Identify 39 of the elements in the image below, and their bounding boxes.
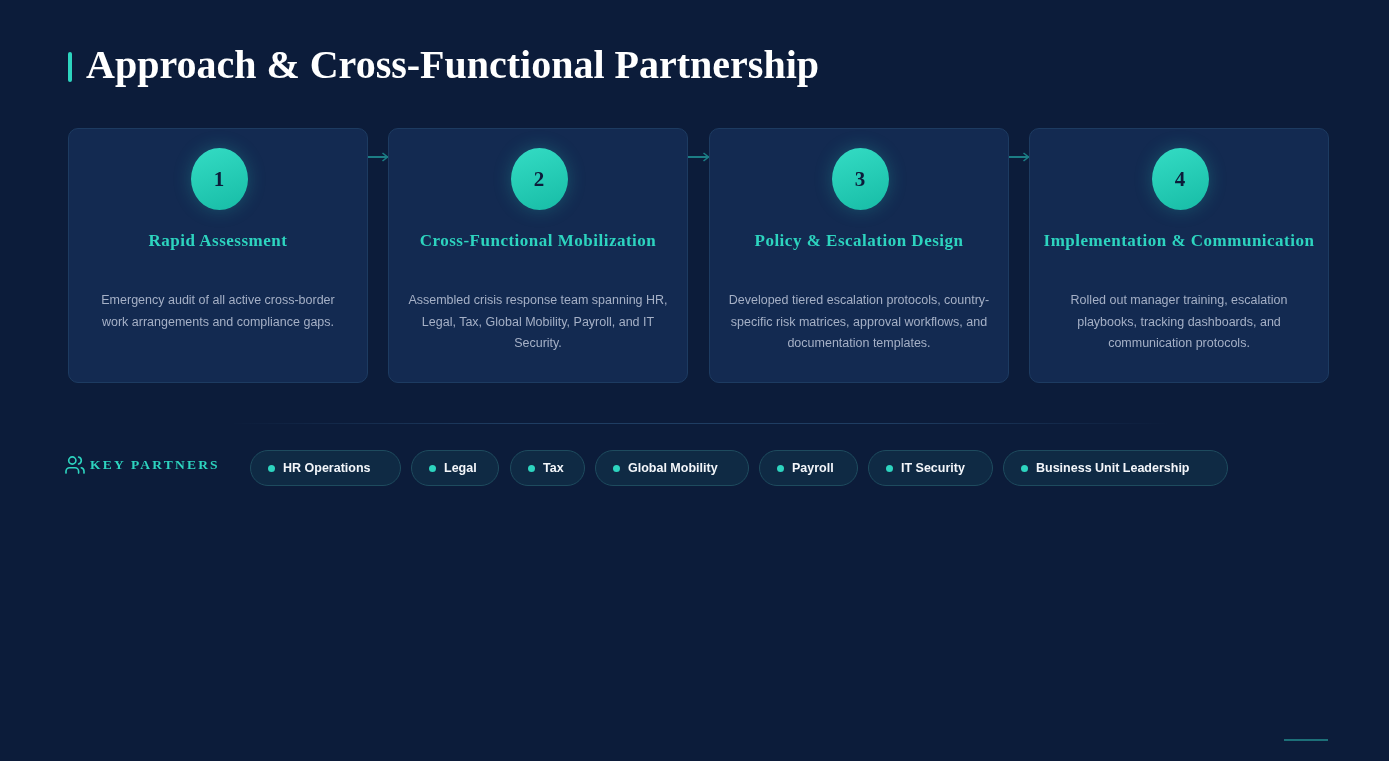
partner-name: Business Unit Leadership <box>1036 461 1190 475</box>
partner-pill <box>868 450 993 486</box>
step-title: Cross-Functional Mobilization <box>419 230 657 252</box>
partner-pill <box>411 450 499 486</box>
step-number-circle <box>510 148 568 210</box>
step-description: Emergency audit of all active cross-border work arrangements and compliance gaps. <box>100 292 336 331</box>
step-card <box>68 128 368 383</box>
step-card <box>1029 128 1329 383</box>
step-number-circle <box>831 148 889 210</box>
step-card <box>388 128 688 383</box>
partner-name: Global Mobility <box>628 461 718 475</box>
partner-pill <box>510 450 585 486</box>
step-description: Developed tiered escalation protocols, country-specific risk matrices, approval workflows, and documentation templates. <box>728 292 990 352</box>
step-description: Rolled out manager training, escalation playbooks, tracking dashboards, and communication protocols. <box>1069 292 1289 352</box>
step-title: Policy & Escalation Design <box>754 230 964 252</box>
step-number-circle <box>190 148 248 210</box>
step-card <box>709 128 1009 383</box>
section-heading: KEY PARTNERS <box>90 456 220 473</box>
connector-arrow <box>687 152 710 162</box>
step-title: Implementation & Communication <box>1043 230 1315 252</box>
partner-name: IT Security <box>901 461 965 475</box>
partner-name: HR Operations <box>283 461 371 475</box>
step-number: 3 <box>854 167 866 191</box>
partner-pill <box>250 450 401 486</box>
partner-name: Legal <box>444 461 477 475</box>
step-number-circle <box>1151 148 1209 210</box>
connector-arrow <box>1008 152 1030 162</box>
connector-arrow <box>367 152 389 162</box>
step-number: 2 <box>533 167 545 191</box>
partner-pill <box>1003 450 1228 486</box>
step-number: 4 <box>1174 167 1186 191</box>
step-description: Assembled crisis response team spanning HR, Legal, Tax, Global Mobility, Payroll, and IT Security. <box>407 292 669 352</box>
partner-name: Tax <box>543 461 564 475</box>
partner-name: Payroll <box>792 461 834 475</box>
step-title: Rapid Assessment <box>148 230 288 252</box>
step-number: 1 <box>213 167 225 191</box>
partner-pill <box>759 450 858 486</box>
slide-title: Approach & Cross-Functional Partnership <box>86 42 819 88</box>
partner-pill <box>595 450 749 486</box>
